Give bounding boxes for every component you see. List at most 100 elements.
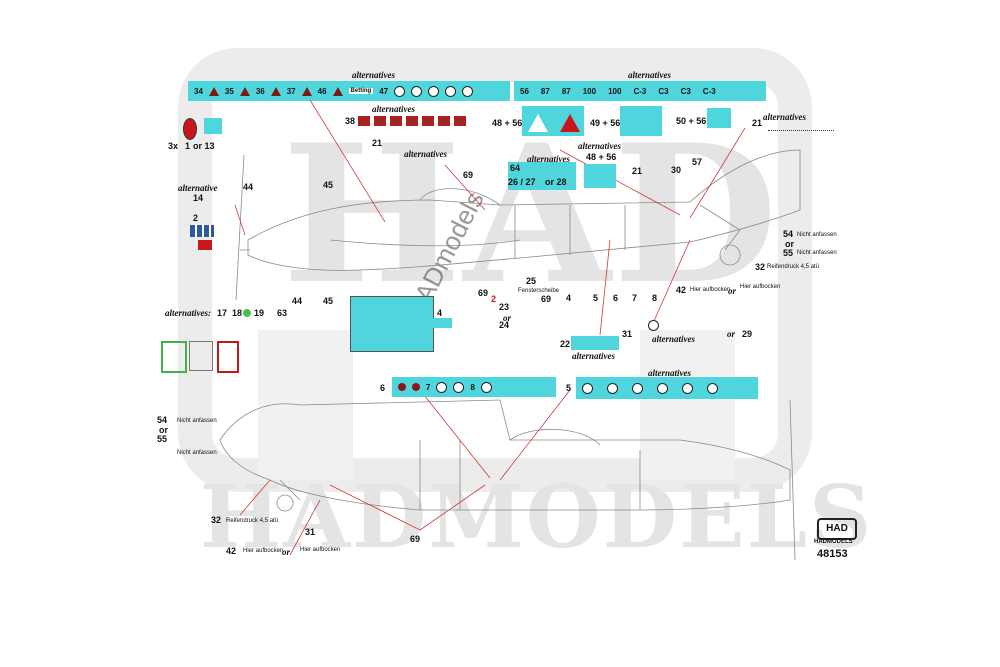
marking-57: 57 xyxy=(692,157,703,167)
alternatives-label-5: alternatives xyxy=(648,368,691,378)
roundel-decal-1 xyxy=(183,118,197,140)
decal-num: C-3 xyxy=(633,86,647,96)
decal-num: 8 xyxy=(470,382,475,392)
stencil-box-red xyxy=(217,341,239,373)
decal-50-56 xyxy=(707,108,731,128)
roundel-icon xyxy=(412,383,420,391)
circle-icon xyxy=(707,382,718,394)
marking-31-lower: 31 xyxy=(305,527,316,537)
marking-26-27: 26 / 27 xyxy=(508,177,536,187)
decal-49-56 xyxy=(620,106,662,136)
decal-num: 47 xyxy=(379,86,389,96)
marking-44-lower: 44 xyxy=(292,296,303,306)
marking-reifendruck: Reifendruck 4,5 atü xyxy=(767,264,820,270)
marking-alternatives-17-label: alternatives: xyxy=(165,308,211,318)
marking-or-42: or xyxy=(728,286,737,296)
marking-hier-aufbocken: Hier aufbocken xyxy=(690,287,731,293)
marking-1: 1 xyxy=(185,141,191,151)
marking-7: 7 xyxy=(632,293,638,303)
alternatives-label-31: alternatives xyxy=(652,334,695,344)
triangle-icon xyxy=(301,86,312,96)
marking-21-right: 21 xyxy=(752,118,763,128)
decal-num: 34 xyxy=(194,86,203,96)
marking-30: 30 xyxy=(671,165,682,175)
marking-29: 29 xyxy=(742,329,753,339)
decal-num: 87 xyxy=(561,86,571,96)
watermark-had: HAD xyxy=(282,103,780,326)
marking-or-28: or 28 xyxy=(545,177,567,187)
decal-num: 37 xyxy=(286,86,296,96)
decal-red-block xyxy=(198,240,212,250)
marking-nicht-anfassen-lower: Nicht anfassen xyxy=(177,418,217,424)
marking-8: 8 xyxy=(652,293,658,303)
decal-num: 36 xyxy=(255,86,265,96)
decal-num: 100 xyxy=(608,86,622,96)
triangle-icon xyxy=(528,114,548,132)
marking-38: 38 xyxy=(345,116,356,126)
marking-54-lower: 54 xyxy=(157,415,168,425)
logo-name: HADMODELS xyxy=(814,539,853,545)
marking-hier-aufbocken-lower-2: Hier aufbocken xyxy=(300,547,341,553)
circle-icon xyxy=(582,382,593,394)
decal-text-box: Betting xyxy=(348,88,374,94)
marking-55: 55 xyxy=(783,248,794,258)
marking-48-56-b: 48 + 56 xyxy=(586,152,617,162)
marking-2: 2 xyxy=(193,213,199,223)
marking-6: 6 xyxy=(613,293,619,303)
decal-num: 100 xyxy=(582,86,597,96)
marking-25-sub: Fensterscheibe xyxy=(518,288,560,294)
alternatives-label-top-right: alternatives xyxy=(628,70,671,80)
stencil-box-green xyxy=(161,341,187,373)
marking-49-56: 49 + 56 xyxy=(590,118,621,128)
marking-32: 32 xyxy=(755,262,766,272)
marking-25: 25 xyxy=(526,276,537,286)
triangle-icon xyxy=(270,86,281,96)
decal-strip-top-right: 56 87 87 100 100 C-3 C3 C3 C-3 xyxy=(514,81,766,101)
watermark-hadmodels: HADMODELS xyxy=(200,467,874,568)
marking-31: 31 xyxy=(622,329,633,339)
alternatives-label-48-56: alternatives xyxy=(578,141,621,151)
circle-icon xyxy=(657,382,668,394)
circle-icon xyxy=(453,381,465,393)
marking-alternative-14-label: alternative xyxy=(178,183,218,193)
marking-69-top: 69 xyxy=(463,170,474,180)
marking-48-56-a: 48 + 56 xyxy=(492,118,523,128)
alternatives-label-21-right: alternatives xyxy=(763,112,806,122)
decal-strip-5 xyxy=(576,377,758,399)
decal-strip-6-8: 7 8 xyxy=(392,377,556,397)
marking-69-b: 69 xyxy=(478,288,489,298)
marking-hier-aufbocken-2: Hier aufbocken xyxy=(740,284,781,290)
marking-32-lower: 32 xyxy=(211,515,222,525)
marking-4: 4 xyxy=(566,293,572,303)
decal-4-inset xyxy=(428,318,452,328)
decal-num: 35 xyxy=(224,86,234,96)
marking-reifendruck-lower: Reifendruck 4,5 atü xyxy=(226,518,279,524)
circle-icon xyxy=(394,85,406,97)
circle-icon xyxy=(607,382,618,394)
marking-18: 18 xyxy=(232,308,243,318)
alternatives-label-22: alternatives xyxy=(572,351,615,361)
marking-45: 45 xyxy=(323,180,334,190)
decal-22 xyxy=(571,336,619,350)
alternatives-label-38: alternatives xyxy=(372,104,415,114)
marking-21: 21 xyxy=(372,138,383,148)
cockpit-inset-panel xyxy=(350,296,434,352)
had-logo-box: HAD xyxy=(817,518,857,540)
triangle-icon xyxy=(332,86,343,96)
marking-55-lower: 55 xyxy=(157,434,168,444)
marking-or-23-24: or xyxy=(503,313,512,323)
marking-or-lower: or xyxy=(159,425,168,435)
decal-blue-bars xyxy=(190,225,214,237)
decal-num: 7 xyxy=(426,382,431,392)
circle-icon xyxy=(462,85,474,97)
triangle-icon xyxy=(208,86,219,96)
stencil-box-plain xyxy=(189,341,213,371)
logo-code: 48153 xyxy=(817,548,848,560)
marking-45-lower: 45 xyxy=(323,296,334,306)
marking-nicht-anfassen: Nicht anfassen xyxy=(797,232,837,238)
circle-icon xyxy=(480,381,492,393)
decal-row-21-right xyxy=(768,124,834,131)
triangle-icon xyxy=(560,114,581,132)
